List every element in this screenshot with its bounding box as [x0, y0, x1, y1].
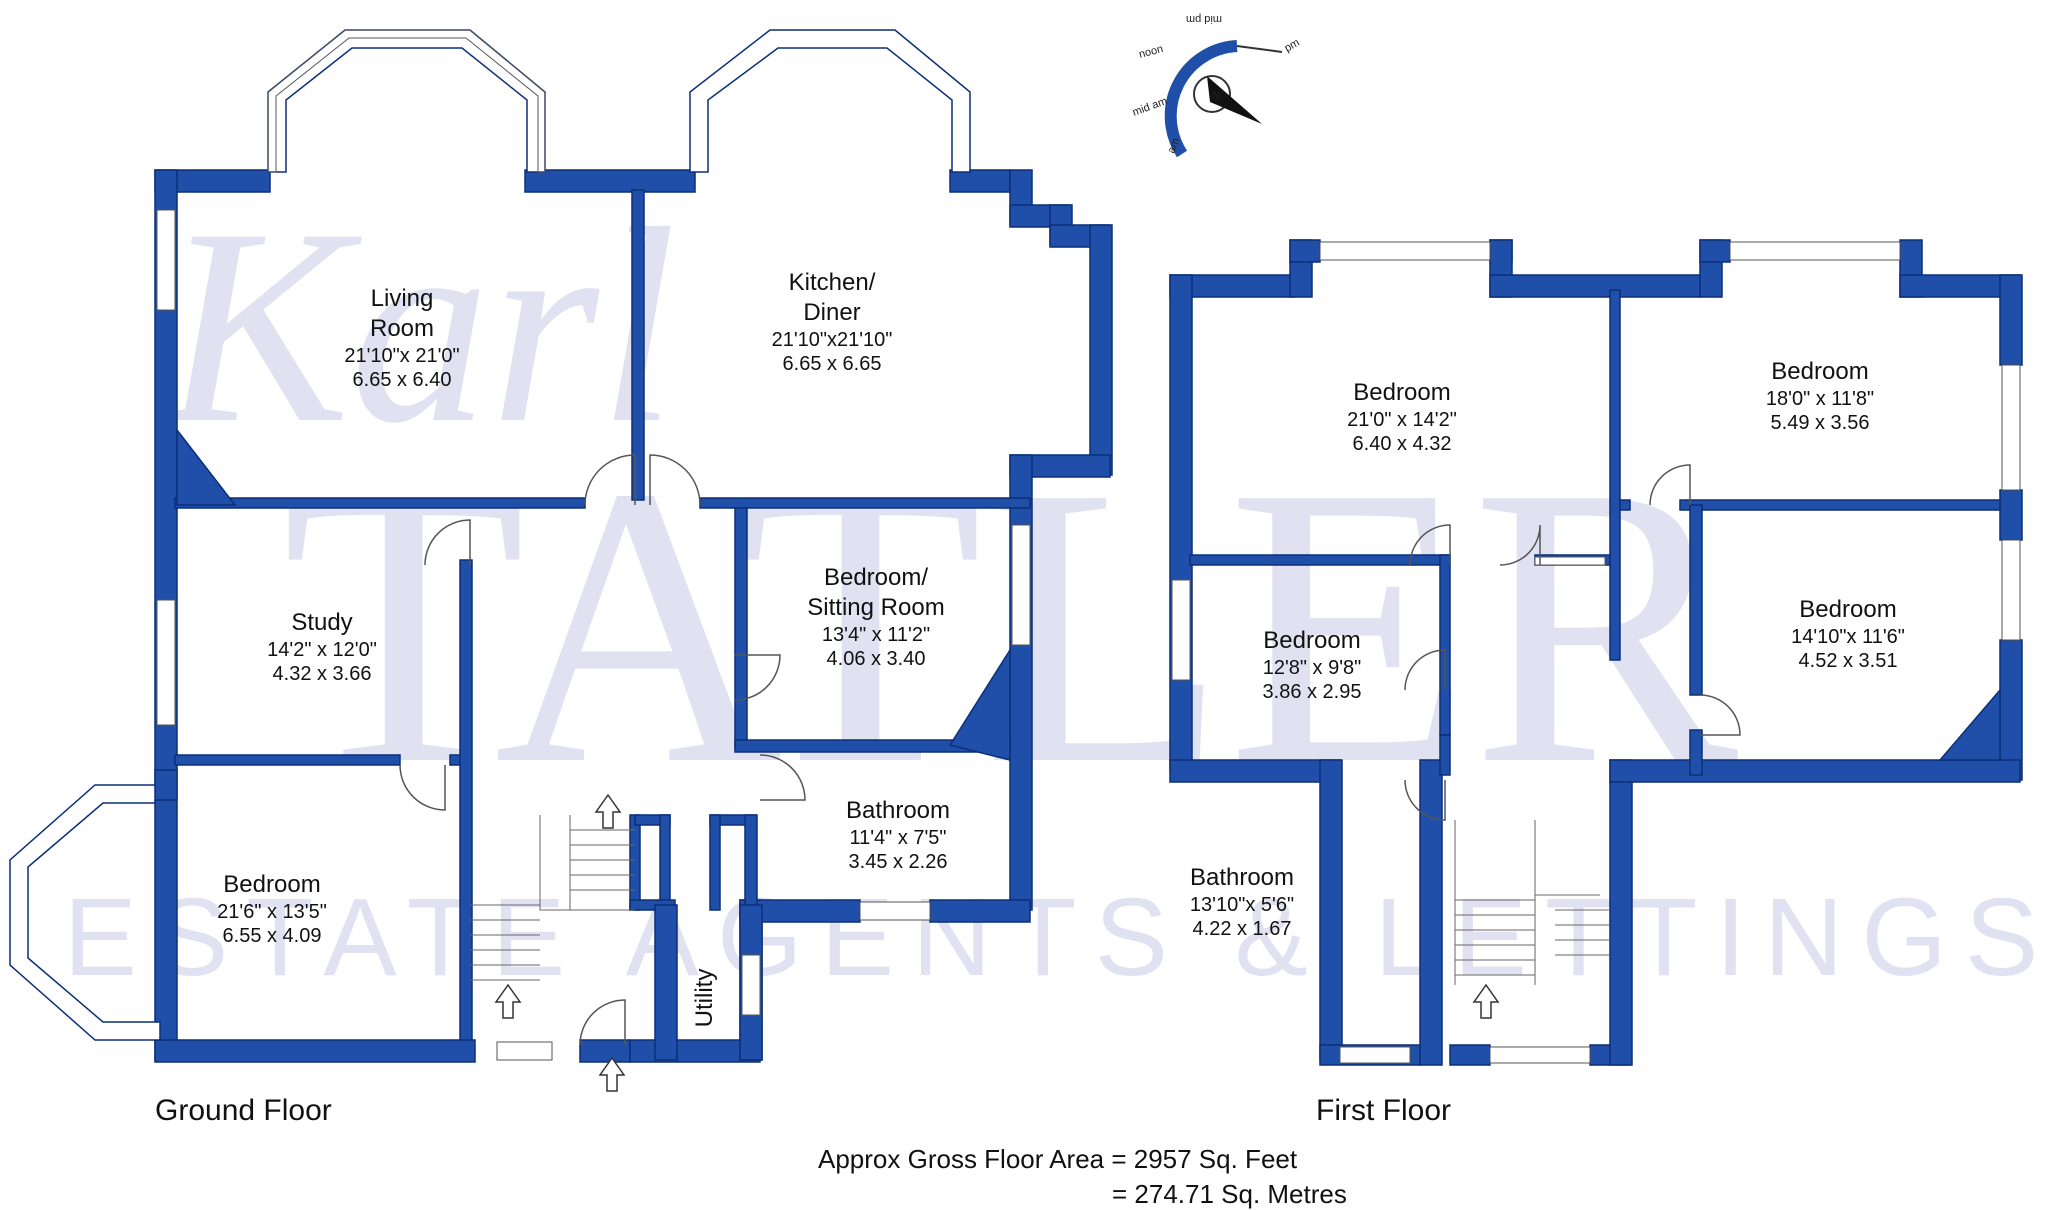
- compass: N noon pm mid pm mid am am: [1131, 13, 1302, 158]
- compass-am: am: [1166, 137, 1183, 155]
- first-floor-label: First Floor: [1316, 1094, 1451, 1127]
- room-kitchen-metric: 6.65 x 6.65: [783, 353, 882, 375]
- room-kitchen-imperial: 21'10"x21'10": [772, 329, 893, 351]
- watermark-sub: ESTATE AGENTS & LETTINGS: [64, 876, 2048, 999]
- arrow-up-icon: [1472, 983, 1500, 1019]
- room-bedroom-ff-4-name: Bedroom: [1799, 596, 1896, 623]
- ground-floor-windows: [156, 209, 1031, 1061]
- room-bathroom-ff-imperial: 13'10"x 5'6": [1190, 894, 1294, 916]
- stair-arrows: [494, 793, 1500, 1092]
- room-bedroom-ff-4-metric: 4.52 x 3.51: [1799, 650, 1898, 672]
- room-study-name: Study: [291, 609, 352, 636]
- room-bedroom-ff-2-name: Bedroom: [1771, 358, 1868, 385]
- room-bedroom-ff-1-imperial: 21'0" x 14'2": [1347, 409, 1457, 431]
- arrow-up-icon: [598, 1056, 626, 1092]
- room-sitting-name-1: Bedroom/: [824, 564, 928, 591]
- watermark-script: Karl: [159, 170, 677, 481]
- compass-north: N: [1212, 90, 1220, 102]
- area-sq-feet: Approx Gross Floor Area = 2957 Sq. Feet: [818, 1144, 1298, 1174]
- first-floor-labels: Bedroom 21'0" x 14'2" 6.40 x 4.32 Bedroo…: [1190, 358, 1905, 1127]
- arrow-up-icon: [494, 983, 522, 1019]
- compass-mid-am: mid am: [1131, 95, 1169, 119]
- room-bedroom-ff-3-name: Bedroom: [1263, 627, 1360, 654]
- doors: [399, 454, 1741, 1046]
- area-sq-metres: = 274.71 Sq. Metres: [1112, 1179, 1347, 1209]
- compass-mid-pm: mid pm: [1186, 13, 1222, 25]
- room-kitchen-name-2: Diner: [803, 299, 860, 326]
- room-bedroom-gf-imperial: 21'6" x 13'5": [217, 901, 327, 923]
- room-kitchen-name-1: Kitchen/: [789, 269, 876, 296]
- room-bedroom-ff-3-metric: 3.86 x 2.95: [1263, 681, 1362, 703]
- ground-floor-label: Ground Floor: [155, 1094, 332, 1127]
- room-living-name-2: Room: [370, 315, 434, 342]
- area-summary: Approx Gross Floor Area = 2957 Sq. Feet …: [818, 1144, 1347, 1209]
- room-bedroom-gf-name: Bedroom: [223, 871, 320, 898]
- room-bathroom-gf-name: Bathroom: [846, 797, 950, 824]
- watermark: TATLER Karl ESTATE AGENTS & LETTINGS: [64, 170, 2048, 999]
- room-sitting-name-2: Sitting Room: [807, 594, 944, 621]
- stairs: [470, 815, 1610, 985]
- arrow-up-icon: [594, 793, 622, 829]
- room-living-imperial: 21'10"x 21'0": [344, 345, 459, 367]
- room-bathroom-ff-name: Bathroom: [1190, 864, 1294, 891]
- room-study-metric: 4.32 x 3.66: [273, 663, 372, 685]
- room-bedroom-ff-4-imperial: 14'10"x 11'6": [1791, 626, 1905, 648]
- room-bedroom-gf-metric: 6.55 x 4.09: [223, 925, 322, 947]
- room-bathroom-ff-metric: 4.22 x 1.67: [1193, 918, 1292, 940]
- room-bedroom-ff-2-imperial: 18'0" x 11'8": [1766, 388, 1874, 410]
- ground-floor-labels: Living Room 21'10"x 21'0" 6.65 x 6.40 Ki…: [155, 269, 950, 1127]
- first-floor-plan: [1169, 239, 2023, 1066]
- room-bathroom-gf-metric: 3.45 x 2.26: [849, 851, 948, 873]
- first-floor-windows: [1171, 241, 2021, 1064]
- room-living-metric: 6.65 x 6.40: [353, 369, 452, 391]
- room-utility-name: Utility: [691, 969, 718, 1028]
- compass-noon: noon: [1138, 43, 1165, 61]
- room-study-imperial: 14'2" x 12'0": [267, 639, 377, 661]
- room-sitting-metric: 4.06 x 3.40: [827, 648, 926, 670]
- room-living-name-1: Living: [371, 285, 434, 312]
- room-bedroom-ff-2-metric: 5.49 x 3.56: [1771, 412, 1870, 434]
- room-sitting-imperial: 13'4" x 11'2": [822, 624, 930, 646]
- room-bathroom-gf-imperial: 11'4" x 7'5": [849, 827, 946, 849]
- room-bedroom-ff-1-metric: 6.40 x 4.32: [1353, 433, 1452, 455]
- room-bedroom-ff-3-imperial: 12'8" x 9'8": [1263, 657, 1362, 679]
- room-bedroom-ff-1-name: Bedroom: [1353, 379, 1450, 406]
- compass-pm: pm: [1283, 37, 1302, 55]
